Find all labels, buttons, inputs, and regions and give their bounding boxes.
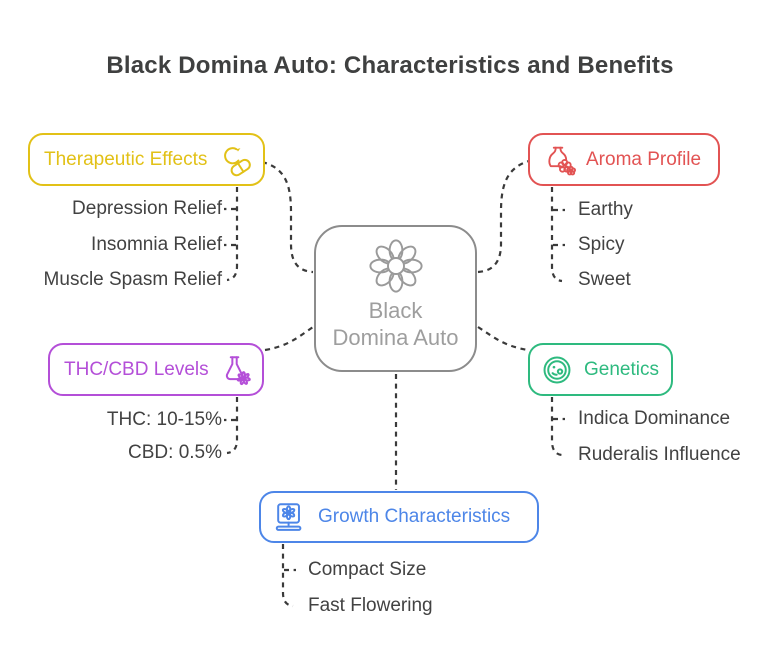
item-thc-level: THC: 10-15% [106, 409, 222, 430]
flower-icon [368, 239, 423, 293]
branch-aroma-profile: Aroma Profile [528, 133, 720, 186]
center-label-line2: Domina Auto [332, 325, 459, 350]
connector-therapeutic-to-center [261, 160, 314, 274]
item-earthy: Earthy [578, 199, 633, 220]
branch-genetics: Genetics [528, 343, 673, 396]
connector-center-to-aroma [477, 159, 530, 274]
aroma-diffuser-icon [548, 146, 576, 175]
connector-therapeutic-items [226, 187, 239, 282]
item-compact-size: Compact Size [308, 559, 427, 580]
item-sweet: Sweet [578, 269, 631, 290]
item-ruderalis-influence: Ruderalis Influence [578, 444, 741, 465]
center-node-label: Black Domina Auto [333, 297, 459, 351]
connector-aroma-items [550, 187, 563, 283]
flask-leaf-icon [225, 355, 251, 385]
cell-icon [543, 356, 571, 383]
connector-genetics-items [550, 397, 563, 457]
branch-label: Growth Characteristics [318, 506, 511, 527]
item-fast-flowering: Fast Flowering [308, 595, 433, 616]
connector-thc-items [226, 397, 239, 455]
branch-therapeutic-effects: Therapeutic Effects [28, 133, 265, 186]
branch-label: Aroma Profile [586, 148, 702, 170]
branch-label: THC/CBD Levels [64, 358, 209, 380]
item-spicy: Spicy [578, 234, 625, 255]
item-muscle-spasm-relief: Muscle Spasm Relief [43, 269, 222, 290]
branch-thc-cbd-levels: THC/CBD Levels [48, 343, 264, 396]
item-indica-dominance: Indica Dominance [578, 408, 731, 429]
branch-label: Therapeutic Effects [44, 148, 208, 170]
pills-capsule-icon [224, 146, 251, 176]
center-label-line1: Black [368, 298, 423, 323]
connector-center-to-genetics [477, 326, 529, 352]
connector-growth-items [281, 544, 294, 608]
branch-label: Genetics [584, 358, 659, 380]
branch-growth-characteristics: Growth Characteristics [259, 491, 539, 543]
connector-thc-to-center [264, 326, 314, 352]
item-depression-relief: Depression Relief [72, 198, 222, 219]
plant-box-icon [275, 503, 302, 531]
page-title: Black Domina Auto: Characteristics and B… [106, 52, 674, 79]
center-node: Black Domina Auto [314, 225, 477, 372]
item-insomnia-relief: Insomnia Relief [91, 234, 222, 255]
item-cbd-level: CBD: 0.5% [128, 442, 222, 463]
